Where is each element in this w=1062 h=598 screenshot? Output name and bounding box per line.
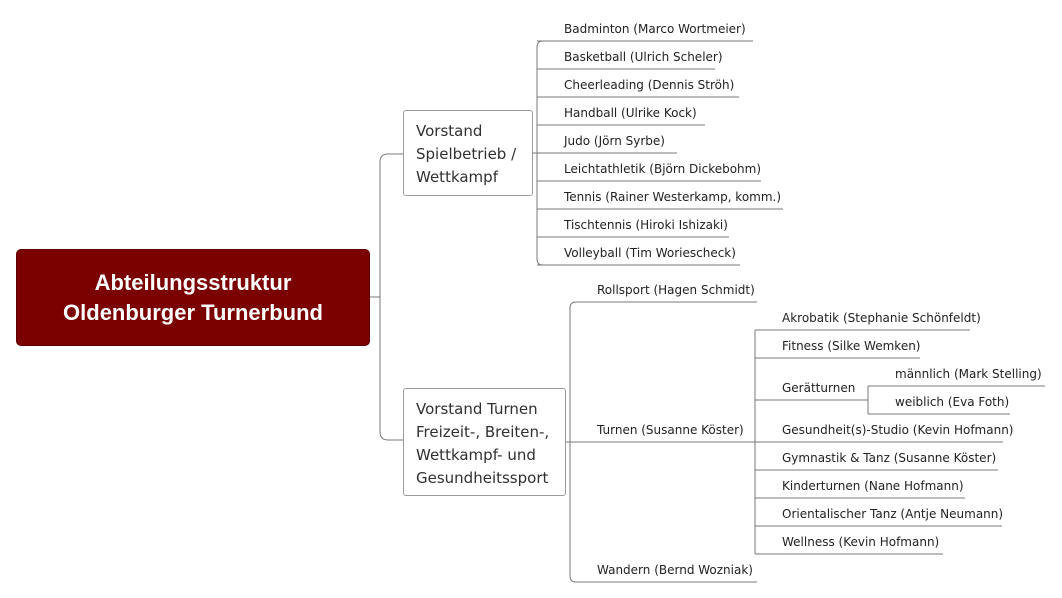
- node-handball[interactable]: Handball (Ulrike Kock): [564, 106, 697, 120]
- connector-rollsport: [569, 301, 757, 442]
- node-label-line: Vorstand Turnen: [416, 400, 538, 418]
- node-label-line: Freizeit-, Breiten-,: [416, 423, 550, 441]
- node-gesundheit-studio[interactable]: Gesundheit(s)-Studio (Kevin Hofmann): [782, 423, 1014, 437]
- node-label-line: Gesundheitssport: [416, 469, 549, 487]
- node-kinderturnen[interactable]: Kinderturnen (Nane Hofmann): [782, 479, 964, 493]
- node-tischtennis[interactable]: Tischtennis (Hiroki Ishizaki): [564, 218, 728, 232]
- connector-spielbetrieb-top: [536, 40, 544, 48]
- node-volleyball[interactable]: Volleyball (Tim Woriescheck): [564, 246, 736, 260]
- connector-wandern: [569, 442, 757, 583]
- node-leichtathletik[interactable]: Leichtathletik (Björn Dickebohm): [564, 162, 762, 176]
- node-vorstand-turnen[interactable]: Vorstand Turnen Freizeit-, Breiten-, Wet…: [403, 388, 566, 496]
- root-title-line-2: Oldenburger Turnerbund: [63, 299, 323, 325]
- node-label-line: Wettkampf: [416, 168, 498, 186]
- root-node[interactable]: Abteilungsstruktur Oldenburger Turnerbun…: [16, 249, 370, 346]
- node-wellness[interactable]: Wellness (Kevin Hofmann): [782, 535, 940, 549]
- node-label-line: Vorstand: [416, 122, 483, 140]
- node-wandern[interactable]: Wandern (Bernd Wozniak): [597, 563, 753, 577]
- node-maennlich[interactable]: männlich (Mark Stelling): [895, 367, 1042, 381]
- node-judo[interactable]: Judo (Jörn Syrbe): [564, 134, 665, 148]
- connector-spielbetrieb-bottom: [536, 258, 544, 266]
- node-weiblich[interactable]: weiblich (Eva Foth): [895, 395, 1010, 409]
- node-basketball[interactable]: Basketball (Ulrich Scheler): [564, 50, 723, 64]
- node-vorstand-spielbetrieb[interactable]: Vorstand Spielbetrieb / Wettkampf: [403, 110, 533, 196]
- node-akrobatik[interactable]: Akrobatik (Stephanie Schönfeldt): [782, 311, 981, 325]
- node-cheerleading[interactable]: Cheerleading (Dennis Ströh): [564, 78, 735, 92]
- connector-spielbetrieb: [379, 153, 403, 297]
- node-tennis[interactable]: Tennis (Rainer Westerkamp, komm.): [564, 190, 782, 204]
- node-label-line: Wettkampf- und: [416, 446, 536, 464]
- root-title-line-1: Abteilungsstruktur: [94, 269, 292, 295]
- node-label-line: Spielbetrieb /: [416, 145, 517, 163]
- node-gymnastik-tanz[interactable]: Gymnastik & Tanz (Susanne Köster): [782, 451, 997, 465]
- node-rollsport[interactable]: Rollsport (Hagen Schmidt): [597, 283, 755, 297]
- node-geraetturnen[interactable]: Gerätturnen: [782, 381, 856, 395]
- node-orientalischer-tanz[interactable]: Orientalischer Tanz (Antje Neumann): [782, 507, 1004, 521]
- node-turnen[interactable]: Turnen (Susanne Köster): [597, 423, 744, 437]
- node-badminton[interactable]: Badminton (Marco Wortmeier): [564, 22, 746, 36]
- node-fitness[interactable]: Fitness (Silke Wemken): [782, 339, 921, 353]
- connector-turnen: [379, 297, 403, 441]
